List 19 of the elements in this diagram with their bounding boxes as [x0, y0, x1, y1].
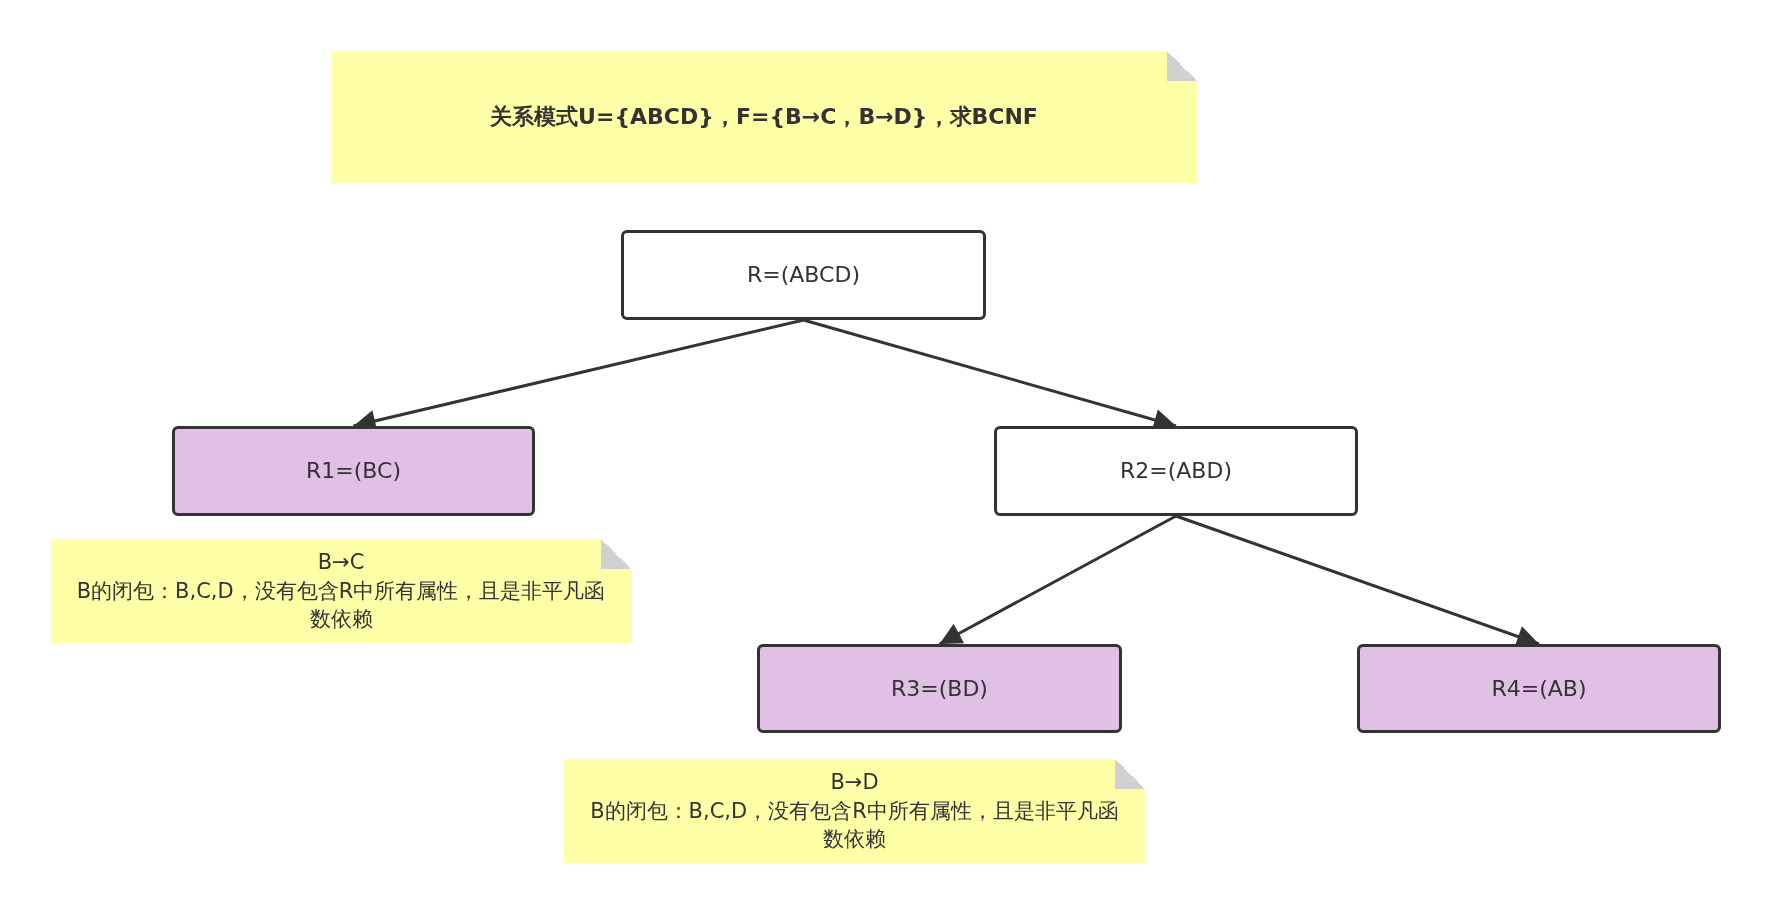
note-text: B的闭包：B,C,D，没有包含R中所有属性，且是非平凡函数依赖 [589, 797, 1120, 854]
sticky-note [51, 539, 631, 643]
sticky-note [331, 51, 1197, 183]
box-label: R=(ABCD) [747, 261, 860, 290]
result-box [757, 644, 1122, 733]
relation-box [621, 230, 986, 320]
note-heading: B→C [316, 549, 366, 577]
note-text: 关系模式U={ABCD}，F={B→C，B→D}，求BCNF [489, 103, 1039, 132]
note-text: B的闭包：B,C,D，没有包含R中所有属性，且是非平凡函数依赖 [75, 577, 607, 634]
box-label: R2=(ABD) [1120, 457, 1232, 486]
result-box [172, 426, 535, 516]
result-box [1357, 644, 1721, 733]
box-label: R3=(BD) [891, 674, 988, 703]
box-label: R1=(BC) [306, 457, 401, 486]
relation-box [994, 426, 1358, 516]
box-label: R4=(AB) [1491, 674, 1587, 703]
note-heading: B→D [829, 769, 880, 797]
sticky-note [564, 759, 1145, 863]
arrow [938, 514, 1177, 646]
